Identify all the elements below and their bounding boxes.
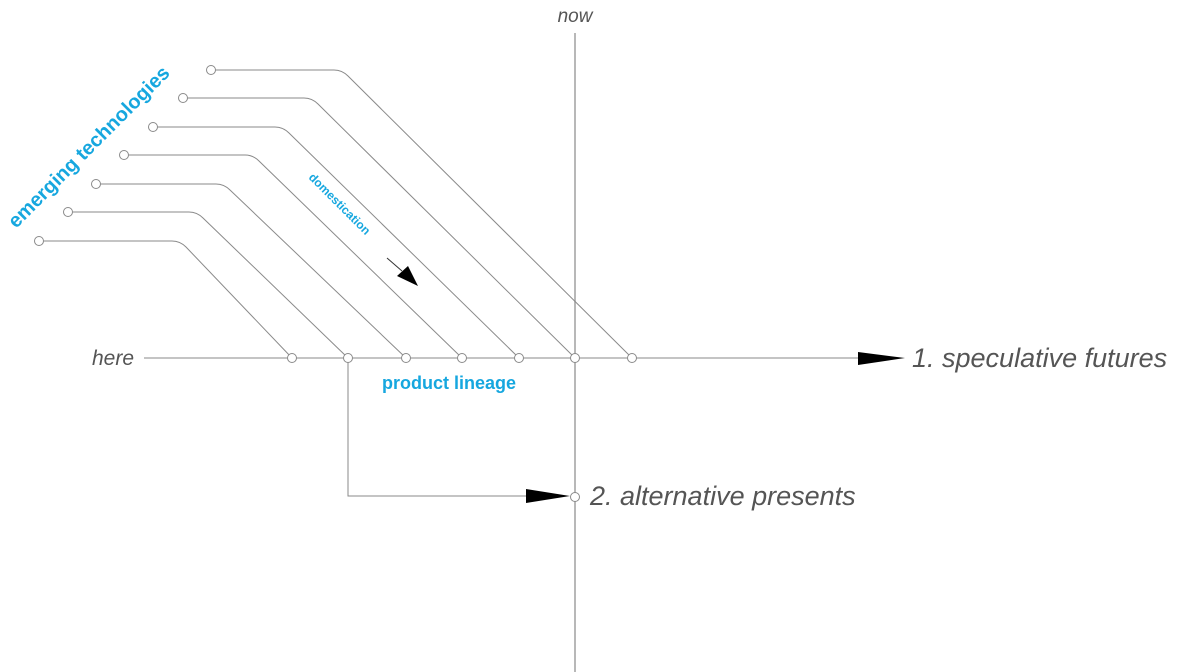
origin-node: [148, 122, 158, 132]
alternative-presents-arrow: [526, 489, 570, 503]
trajectory-line: [124, 154, 463, 359]
technology-trajectories: [39, 69, 633, 359]
trajectory-line: [68, 211, 349, 359]
origin-node: [63, 207, 73, 217]
origin-node: [119, 150, 129, 160]
origin-node: [206, 65, 216, 75]
speculative-futures-arrow: [858, 352, 905, 365]
alternative-presents-node: [570, 492, 580, 502]
domestication-label: domestication: [306, 170, 373, 237]
trajectory-line: [183, 97, 576, 359]
trajectory-line: [211, 69, 633, 359]
lineage-nodes: [287, 353, 637, 363]
origin-node: [34, 236, 44, 246]
origin-node: [91, 179, 101, 189]
lineage-node: [570, 353, 580, 363]
lineage-node: [343, 353, 353, 363]
product-lineage-label: product lineage: [382, 373, 516, 393]
lineage-node: [514, 353, 524, 363]
here-label: here: [92, 347, 134, 370]
origin-nodes: [34, 65, 216, 246]
speculative-futures-label: 1. speculative futures: [912, 343, 1167, 373]
lineage-node: [457, 353, 467, 363]
alternative-presents-branch: [347, 358, 527, 497]
lineage-node: [627, 353, 637, 363]
trajectory-line: [39, 240, 293, 359]
lineage-node: [401, 353, 411, 363]
now-label: now: [558, 6, 594, 27]
emerging-technologies-label: emerging technologies: [4, 62, 174, 232]
lineage-node: [287, 353, 297, 363]
domestication-arrowhead: [397, 266, 418, 286]
alternative-presents-label: 2. alternative presents: [589, 481, 856, 511]
domestication-arrow-line: [386, 257, 403, 272]
trajectory-line: [96, 183, 407, 359]
origin-node: [178, 93, 188, 103]
trajectory-line: [153, 126, 520, 359]
